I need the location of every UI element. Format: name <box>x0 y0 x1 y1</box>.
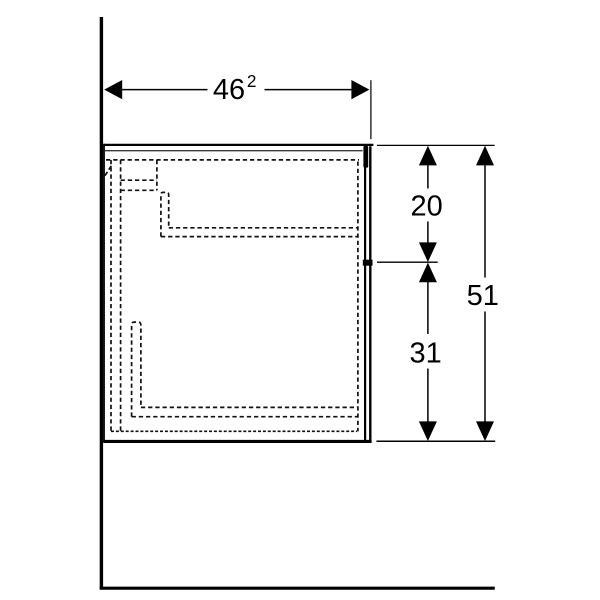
svg-text:51: 51 <box>467 280 499 312</box>
svg-text:20: 20 <box>410 190 442 222</box>
svg-text:46: 46 <box>213 74 245 106</box>
svg-text:2: 2 <box>247 71 257 91</box>
svg-text:31: 31 <box>409 337 441 369</box>
